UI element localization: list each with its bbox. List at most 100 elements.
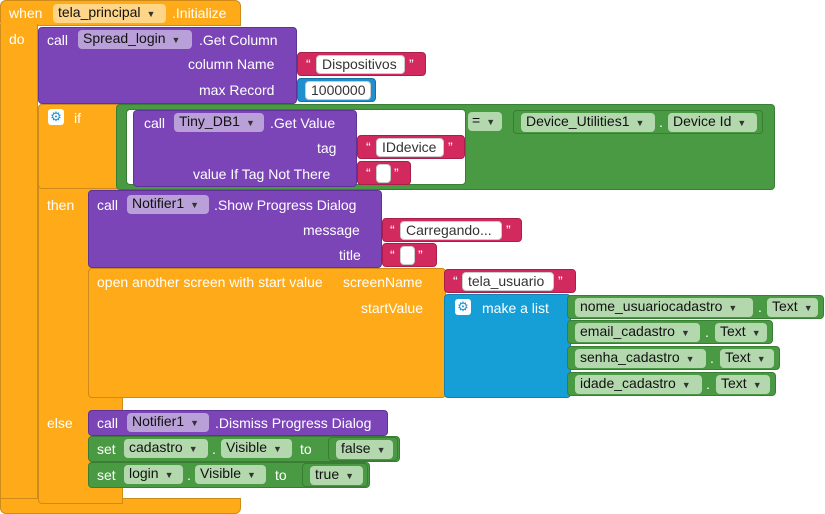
gear-icon[interactable]: ⚙	[455, 299, 471, 315]
show-progress-method: .Show Progress Dialog	[214, 197, 357, 213]
chevron-down-icon: ▼	[685, 354, 695, 364]
set-keyword: set	[97, 441, 116, 457]
chevron-down-icon: ▼	[486, 117, 496, 127]
property-dropdown[interactable]: Text▼	[767, 298, 818, 317]
device-id-dropdown[interactable]: Device Id ▼	[668, 113, 757, 132]
chevron-down-icon: ▼	[146, 9, 156, 19]
dot-separator: .	[659, 114, 663, 130]
quote-open: “	[366, 139, 371, 155]
chevron-down-icon: ▼	[752, 380, 762, 390]
else-keyword: else	[47, 415, 73, 431]
notifier-label: Notifier1	[132, 195, 185, 211]
component-dropdown[interactable]: email_cadastro▼	[575, 323, 700, 342]
spread-login-dropdown[interactable]: Spread_login ▼	[78, 30, 192, 49]
login-label: login	[129, 465, 159, 481]
property-dropdown[interactable]: Text▼	[720, 349, 774, 368]
default-value[interactable]	[376, 164, 391, 183]
device-id-label: Device Id	[673, 113, 732, 129]
boolean-label: false	[341, 440, 371, 456]
call-keyword: call	[97, 197, 119, 213]
operator-dropdown[interactable]: =▼	[468, 112, 502, 131]
spread-login-label: Spread_login	[83, 30, 166, 46]
gear-icon[interactable]: ⚙	[48, 109, 64, 125]
chevron-down-icon: ▼	[728, 303, 738, 313]
chevron-down-icon: ▼	[247, 470, 256, 480]
to-keyword: to	[275, 467, 287, 483]
tag-label: tag	[317, 140, 337, 156]
if-keyword: if	[74, 110, 81, 126]
quote-open: “	[453, 273, 458, 289]
property-label: Text	[720, 323, 746, 339]
tag-value[interactable]: IDdevice	[376, 138, 444, 157]
chevron-down-icon: ▼	[171, 35, 181, 45]
message-value[interactable]: Carregando...	[400, 221, 502, 240]
component-label: nome_usuariocadastro	[580, 298, 723, 314]
message-label: message	[303, 222, 360, 238]
set-keyword: set	[97, 467, 116, 483]
boolean-dropdown[interactable]: false ▼	[336, 440, 393, 459]
column-name-value[interactable]: Dispositivos	[316, 55, 405, 74]
max-record-label: max Record	[199, 82, 275, 98]
quote-open: “	[306, 56, 311, 72]
to-keyword: to	[300, 441, 312, 457]
component-dropdown[interactable]: senha_cadastro ▼	[575, 349, 706, 368]
quote-open: “	[366, 165, 371, 181]
notifier-dropdown[interactable]: Notifier1▼	[127, 413, 209, 432]
dot-separator: .	[758, 299, 762, 315]
dot-separator: .	[212, 441, 216, 457]
chevron-down-icon: ▼	[188, 444, 198, 454]
start-value-label: startValue	[361, 300, 423, 316]
chevron-down-icon: ▼	[680, 328, 690, 338]
chevron-down-icon: ▼	[737, 118, 747, 128]
operator-label: =	[472, 112, 481, 128]
call-keyword: call	[97, 415, 119, 431]
visible-dropdown[interactable]: Visible ▼	[195, 465, 266, 484]
title-value[interactable]	[400, 246, 415, 265]
quote-open: “	[390, 247, 395, 263]
property-dropdown[interactable]: Text ▼	[715, 323, 767, 342]
open-another-screen-block[interactable]	[88, 268, 446, 398]
device-utilities-dropdown[interactable]: Device_Utilities1 ▼	[521, 113, 655, 132]
component-dropdown[interactable]: idade_cadastro ▼	[575, 375, 702, 394]
tinydb-dropdown[interactable]: Tiny_DB1 ▼	[174, 113, 264, 132]
property-dropdown[interactable]: Text▼	[716, 375, 770, 394]
chevron-down-icon: ▼	[376, 445, 386, 455]
chevron-down-icon: ▼	[751, 328, 761, 338]
notifier-dropdown[interactable]: Notifier1 ▼	[127, 195, 209, 214]
event-name: .Initialize	[172, 5, 227, 21]
cadastro-label: cadastro	[129, 439, 183, 455]
boolean-label: true	[315, 466, 340, 482]
visible-label: Visible	[200, 465, 241, 481]
call-keyword: call	[144, 115, 166, 131]
quote-close: ”	[558, 273, 563, 289]
chevron-down-icon: ▼	[681, 380, 691, 390]
chevron-down-icon: ▼	[756, 354, 766, 364]
screen-name-value[interactable]: tela_usuario	[462, 272, 554, 291]
max-record-value[interactable]: 1000000	[305, 81, 371, 100]
call-keyword: call	[47, 32, 69, 48]
quote-close: ”	[448, 139, 453, 155]
chevron-down-icon: ▼	[190, 200, 200, 210]
boolean-dropdown[interactable]: true ▼	[310, 466, 363, 485]
title-label: title	[339, 247, 361, 263]
screen-dropdown[interactable]: tela_principal▼	[53, 4, 166, 23]
get-column-method: .Get Column	[199, 32, 278, 48]
dot-separator: .	[706, 376, 710, 392]
show-progress-dialog-block[interactable]	[88, 190, 382, 268]
dismiss-method: .Dismiss Progress Dialog	[215, 415, 372, 431]
device-utilities-label: Device_Utilities1	[526, 113, 630, 129]
cadastro-dropdown[interactable]: cadastro ▼	[124, 439, 208, 458]
tinydb-label: Tiny_DB1	[179, 113, 240, 129]
chevron-down-icon: ▼	[245, 118, 255, 128]
login-dropdown[interactable]: login▼	[124, 465, 183, 484]
visible-dropdown[interactable]: Visible▼	[221, 439, 292, 458]
get-value-method: .Get Value	[270, 115, 336, 131]
quote-close: ”	[418, 247, 423, 263]
then-keyword: then	[47, 197, 75, 213]
chevron-down-icon: ▼	[345, 471, 355, 481]
component-label: idade_cadastro	[580, 375, 676, 391]
component-dropdown[interactable]: nome_usuariocadastro ▼	[575, 298, 753, 317]
chevron-down-icon: ▼	[635, 118, 645, 128]
when-keyword: when	[9, 5, 43, 21]
component-label: senha_cadastro	[580, 349, 680, 365]
